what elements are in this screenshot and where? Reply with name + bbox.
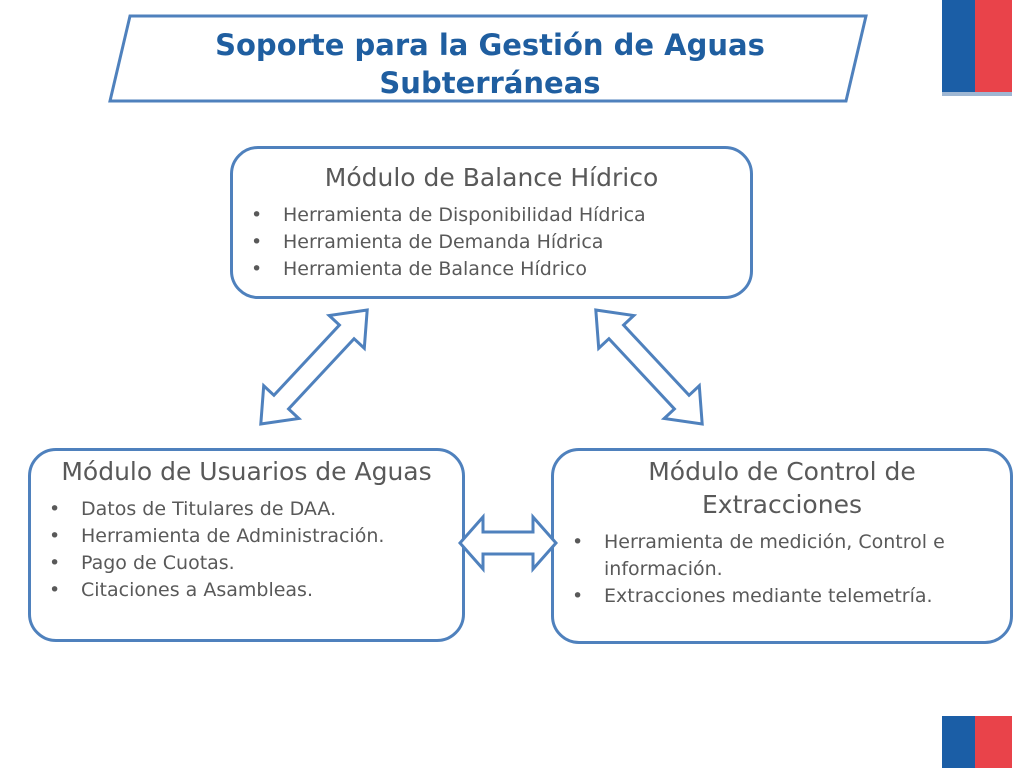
flag-decoration-top bbox=[942, 0, 1012, 96]
module-balance-title: Módulo de Balance Hídrico bbox=[324, 163, 659, 192]
list-item: Herramienta de Disponibilidad Hídrica bbox=[233, 202, 750, 229]
list-item: Pago de Cuotas. bbox=[31, 550, 462, 577]
module-control-extracciones: Módulo de Control de Extracciones Herram… bbox=[551, 448, 1013, 644]
module-usuarios-list: Datos de Titulares de DAA. Herramienta d… bbox=[31, 496, 462, 604]
module-control-list: Herramienta de medición, Control e infor… bbox=[554, 529, 1010, 610]
module-control-title: Módulo de Control de Extracciones bbox=[648, 457, 916, 519]
list-item: Herramienta de Administración. bbox=[31, 523, 462, 550]
list-item: Datos de Titulares de DAA. bbox=[31, 496, 462, 523]
double-arrow-icon bbox=[457, 513, 559, 573]
title-line-1: Soporte para la Gestión de Aguas bbox=[215, 28, 765, 62]
list-item: Herramienta de medición, Control e infor… bbox=[554, 529, 1010, 583]
module-balance-list: Herramienta de Disponibilidad Hídrica He… bbox=[233, 202, 750, 283]
list-item: Citaciones a Asambleas. bbox=[31, 577, 462, 604]
module-usuarios-title: Módulo de Usuarios de Aguas bbox=[61, 457, 432, 486]
flag-decoration-bottom bbox=[942, 716, 1012, 768]
list-item: Herramienta de Demanda Hídrica bbox=[233, 229, 750, 256]
title-line-2: Subterráneas bbox=[379, 66, 601, 100]
page-title: Soporte para la Gestión de Aguas Subterr… bbox=[140, 26, 840, 102]
title-banner bbox=[108, 14, 868, 103]
double-arrow-icon bbox=[594, 308, 704, 426]
module-balance-hidrico: Módulo de Balance Hídrico Herramienta de… bbox=[230, 146, 753, 299]
list-item: Extracciones mediante telemetría. bbox=[554, 583, 1010, 610]
module-usuarios-aguas: Módulo de Usuarios de Aguas Datos de Tit… bbox=[28, 448, 465, 642]
double-arrow-icon bbox=[259, 308, 369, 426]
list-item: Herramienta de Balance Hídrico bbox=[233, 256, 750, 283]
